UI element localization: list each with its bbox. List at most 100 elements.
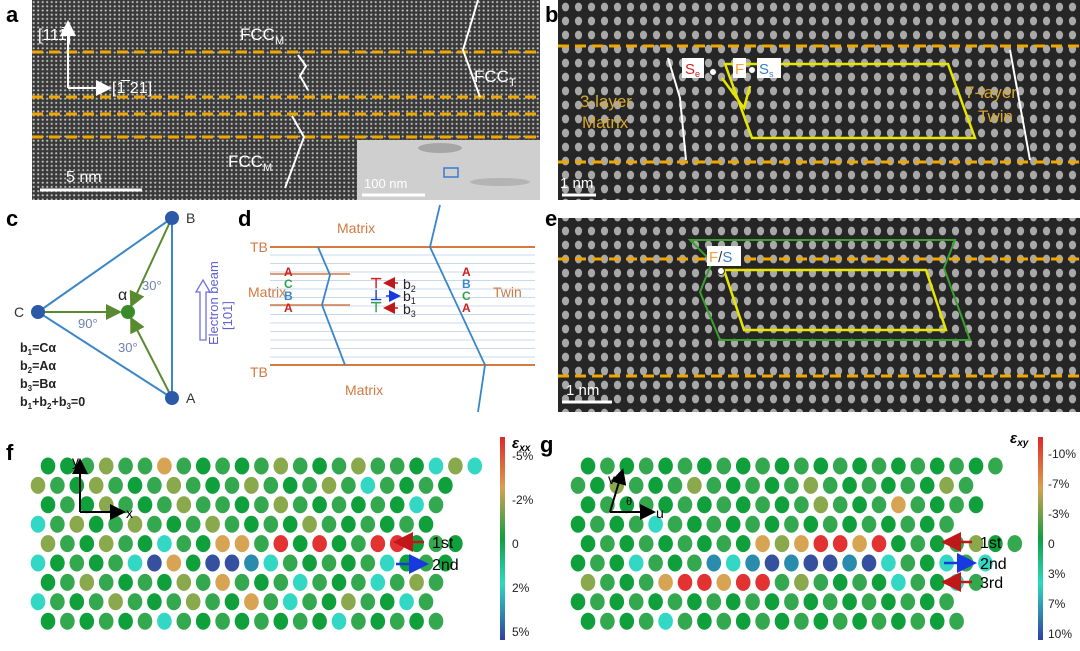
strain-dot (716, 457, 732, 475)
burgers-triangle (36, 216, 173, 400)
strain-dot (263, 515, 279, 533)
strain-dot (438, 476, 453, 494)
strain-dot (842, 554, 857, 572)
strain-dot (725, 554, 741, 572)
scale-label-a: 5 nm (66, 169, 102, 186)
strain-dot (609, 593, 625, 611)
strain-dot (331, 612, 347, 630)
strain-dot (580, 496, 596, 514)
scale-label-e: 1 nm (566, 382, 599, 399)
strain-dot (881, 515, 896, 533)
strain-dot (648, 554, 663, 572)
panel-a: a [111̅] [1̅ 21] FCCM FCCT FCCM 5 nm 100… (6, 0, 540, 200)
strain-dot (600, 573, 615, 591)
strain-dot (234, 496, 250, 514)
strain-dot (98, 535, 114, 553)
strain-dot (891, 457, 906, 475)
panel-label-c: c (6, 206, 18, 231)
strain-dot (580, 457, 596, 475)
strain-dot (341, 593, 356, 611)
strain-dot (794, 496, 809, 514)
strain-dot (822, 593, 838, 611)
strain-dot (852, 535, 867, 553)
strain-dot (137, 612, 153, 630)
strain-dot (263, 593, 279, 611)
strain-dot (697, 612, 712, 630)
strain-dot (570, 554, 586, 572)
svg-text:30°: 30° (118, 340, 138, 355)
strain-dot (448, 535, 463, 553)
svg-text:εxx: εxx (512, 435, 531, 454)
svg-text:TB: TB (250, 364, 268, 380)
strain-dot (919, 593, 935, 611)
svg-text:b1+b2+b3=0: b1+b2+b3=0 (20, 395, 85, 411)
strain-dot (822, 554, 838, 572)
twin-layer-label: 7-layer (965, 83, 1017, 102)
strain-dot (176, 612, 192, 630)
strain-dot (832, 496, 848, 514)
strain-dot (215, 457, 230, 475)
strain-dot (224, 476, 240, 494)
strain-dot (176, 496, 192, 514)
strain-dot (118, 573, 133, 591)
strain-dot (379, 554, 395, 572)
node-a (165, 391, 179, 405)
strain-dot (697, 457, 712, 475)
burgers-equations: b1=Cα b2=Aα b3=Bα b1+b2+b3=0 (20, 341, 85, 411)
strain-dot (166, 515, 182, 533)
strain-dot (302, 476, 317, 494)
matrix-label: Matrix (582, 113, 629, 132)
strain-dot (312, 612, 327, 630)
strain-dot (988, 457, 1003, 475)
strain-dot (331, 535, 347, 553)
strain-dot (40, 457, 56, 475)
fcc-t-label: FCCT (474, 67, 516, 89)
strain-dot (590, 515, 605, 533)
panel-label-g: g (540, 432, 553, 457)
strain-dot (428, 573, 444, 591)
strain-dot (687, 593, 702, 611)
svg-text:b1: b1 (403, 288, 416, 306)
strain-dot (891, 496, 906, 514)
strain-dot (755, 457, 770, 475)
strain-dot (677, 496, 693, 514)
strain-dot (254, 457, 269, 475)
strain-dot (379, 593, 395, 611)
svg-text:3rd: 3rd (980, 575, 1003, 592)
svg-text:b2: b2 (403, 276, 416, 294)
strain-dot (968, 573, 984, 591)
strain-dot (764, 593, 780, 611)
strain-dot (988, 535, 1003, 553)
strain-dot (118, 535, 133, 553)
strain-dot (292, 573, 308, 591)
strain-dot (195, 535, 211, 553)
strain-dot (389, 496, 405, 514)
strain-dot (254, 573, 269, 591)
strain-dot (764, 476, 780, 494)
strain-dot (677, 535, 693, 553)
strain-dot (292, 612, 308, 630)
strain-dot (939, 515, 954, 533)
strain-dot (822, 515, 838, 533)
svg-text:⊥: ⊥ (370, 287, 382, 303)
svg-text:b2=Aα: b2=Aα (20, 359, 56, 375)
strain-dot (813, 535, 829, 553)
strain-dot (195, 573, 211, 591)
strain-dot (282, 515, 298, 533)
strain-dot (370, 612, 386, 630)
strain-dot (438, 554, 453, 572)
strain-dot (302, 515, 317, 533)
strain-dot (949, 612, 964, 630)
strain-dot (312, 457, 327, 475)
node-alpha (121, 305, 135, 319)
electron-beam-arrow: Electron beam [101] (194, 261, 235, 345)
strain-dot (1007, 535, 1023, 553)
strain-dot (716, 535, 732, 553)
strain-dot (871, 535, 887, 553)
strain-dot (697, 496, 712, 514)
strain-dot (88, 554, 104, 572)
partial-dislocation-labels: Se F Ss (682, 58, 781, 79)
strain-dot (30, 593, 46, 611)
strain-dot (794, 535, 809, 553)
svg-text:A: A (186, 390, 196, 406)
